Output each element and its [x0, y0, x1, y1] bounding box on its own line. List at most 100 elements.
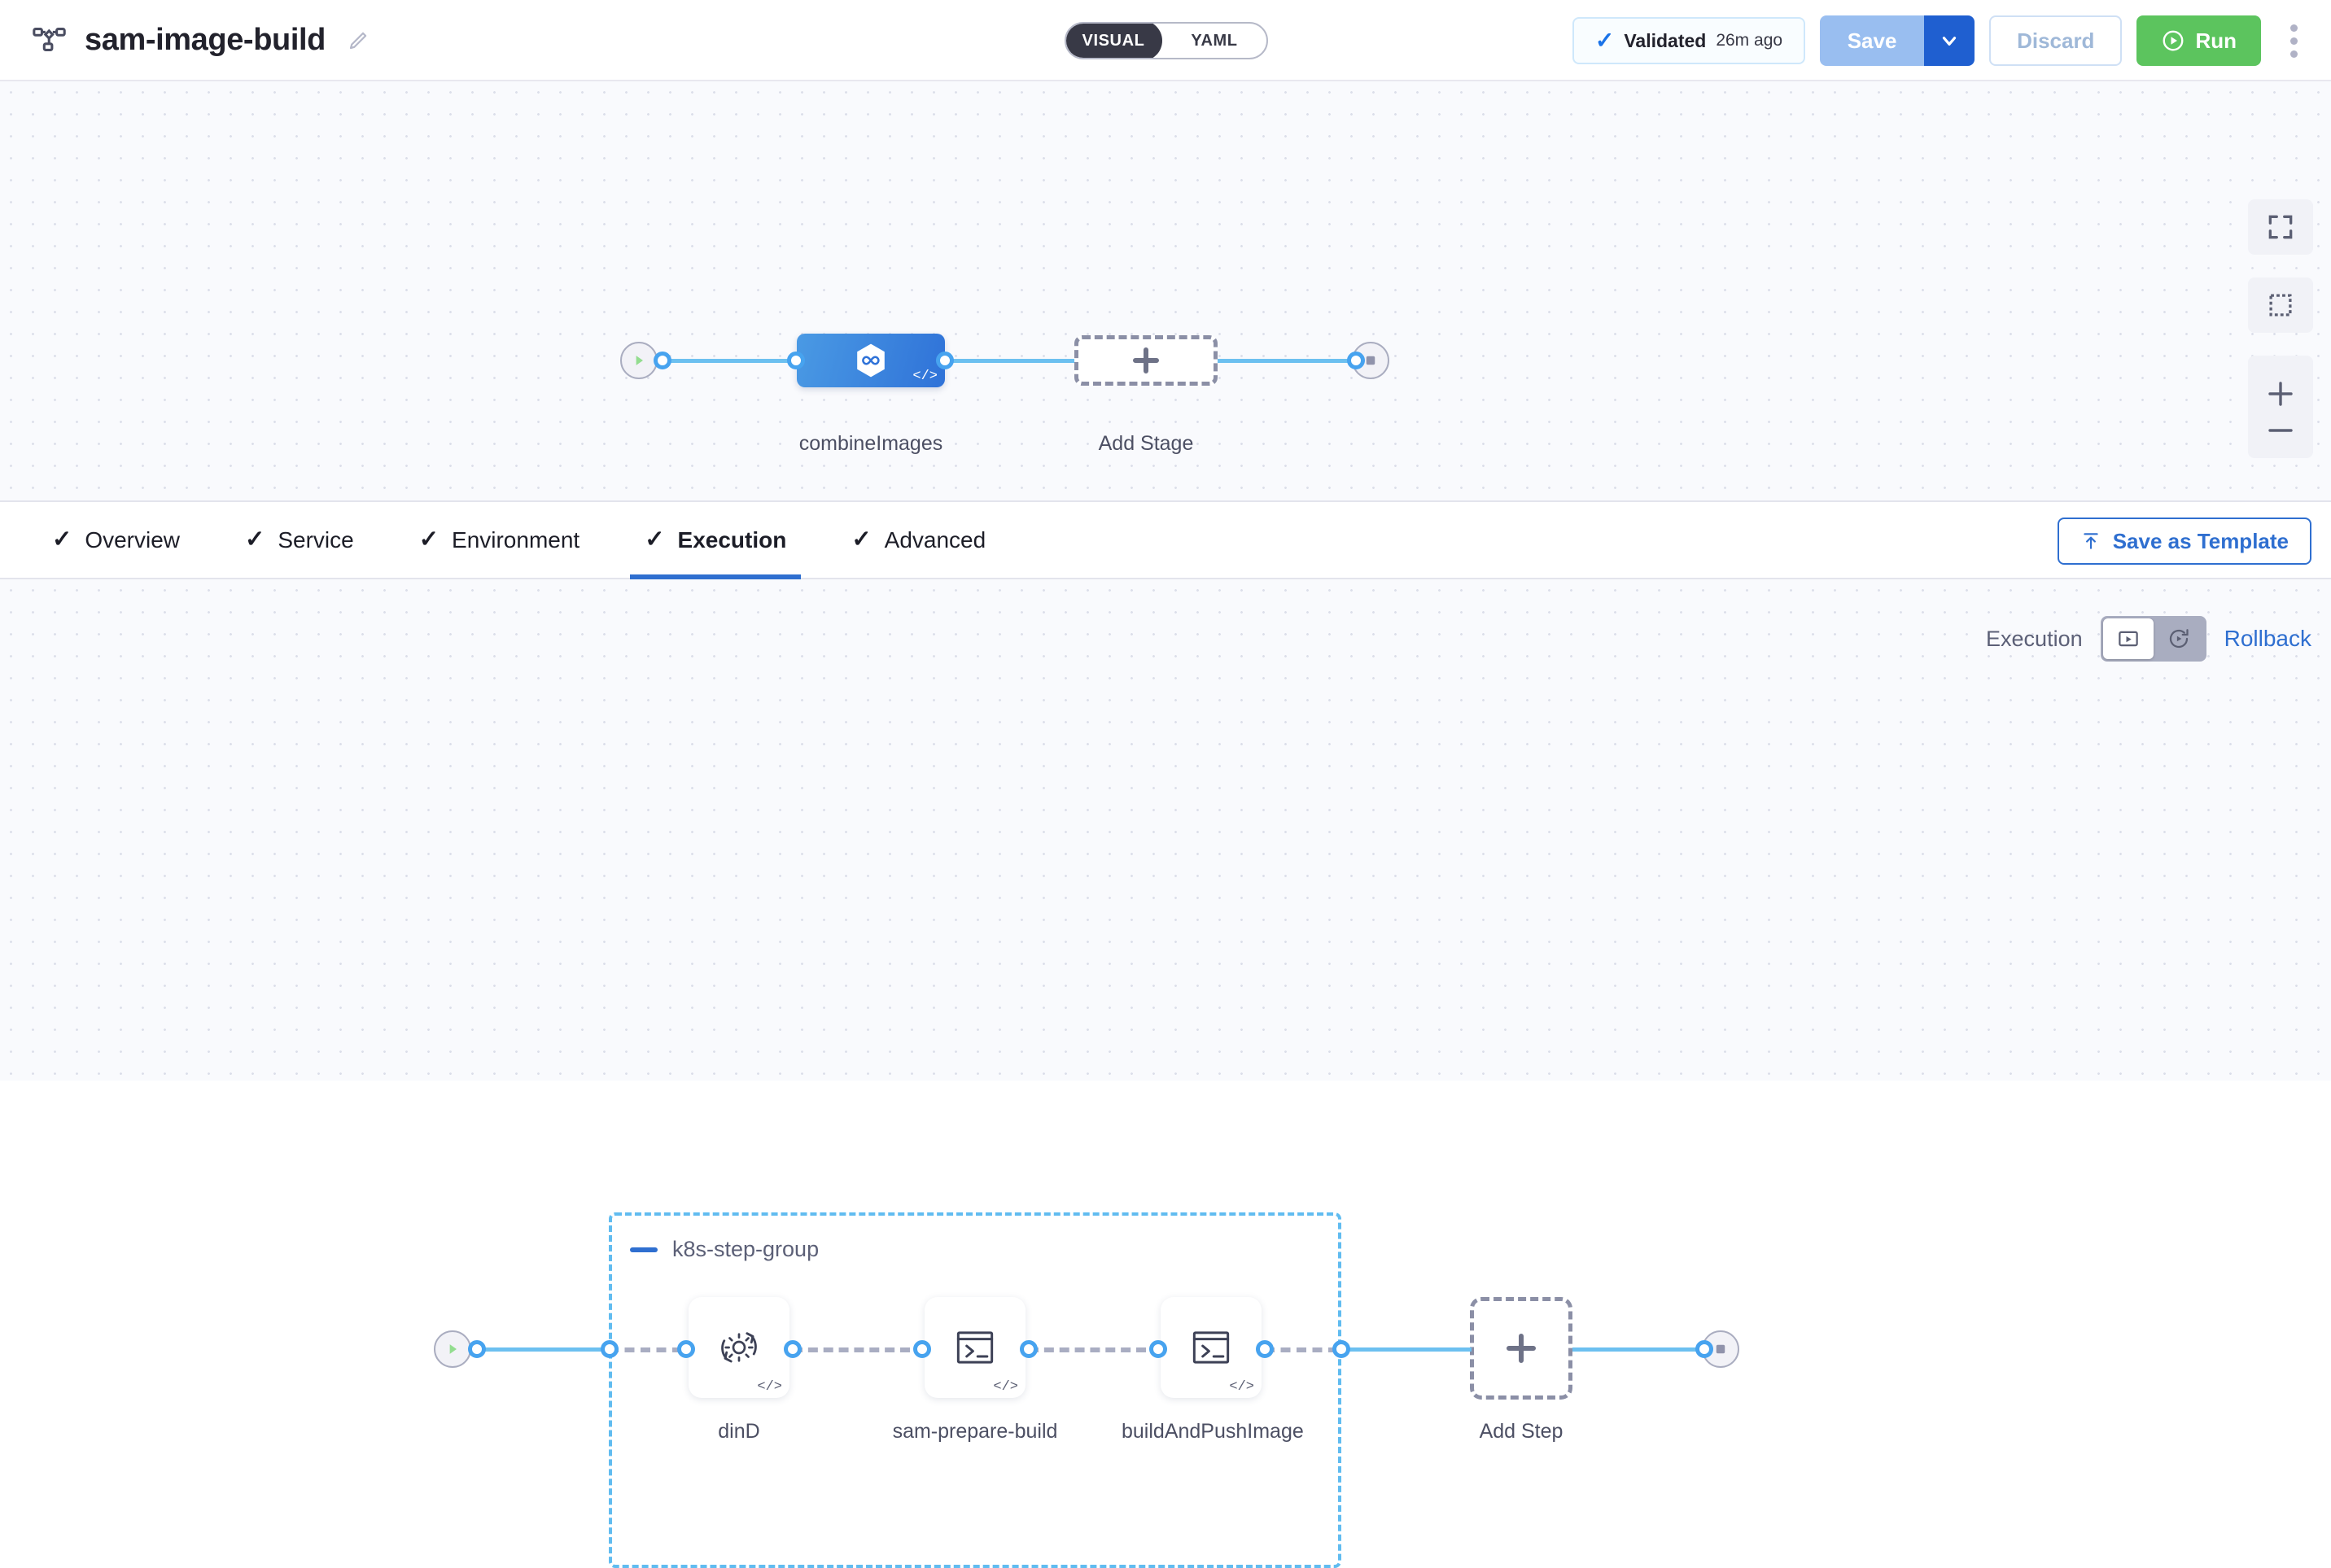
check-icon: ✓ [418, 526, 440, 553]
tab-service[interactable]: ✓ Service [212, 500, 387, 579]
infinity-hexagon-icon [857, 343, 885, 378]
tab-execution[interactable]: ✓ Execution [612, 500, 819, 579]
edge-start-to-group [477, 1347, 612, 1352]
tab-yaml[interactable]: YAML [1191, 31, 1238, 50]
edge-group-to-dind [609, 1347, 682, 1352]
plus-icon [1507, 1334, 1536, 1363]
connector-dot[interactable] [1020, 1340, 1038, 1358]
run-button[interactable]: Run [2136, 15, 2261, 66]
status-badge-validated: ✓ Validated 26m ago [1572, 17, 1806, 64]
add-stage-button[interactable] [1074, 335, 1218, 386]
edge-start-to-stage [663, 359, 798, 363]
pencil-edit-icon[interactable] [347, 28, 371, 52]
edge-addstep-to-end [1572, 1347, 1708, 1352]
connector-dot[interactable] [1149, 1340, 1167, 1358]
pipeline-start-node[interactable] [620, 342, 658, 379]
save-dropdown-button[interactable] [1924, 15, 1975, 66]
view-mode-toggle[interactable]: VISUAL YAML [1065, 22, 1268, 59]
connector-dot[interactable] [677, 1340, 695, 1358]
edge-samprepare-to-buildpush [1029, 1347, 1146, 1352]
edge-group-to-addstep [1341, 1347, 1472, 1352]
connector-dot[interactable] [1256, 1340, 1274, 1358]
stage-node-label: combineImages [798, 432, 943, 455]
tab-advanced-label: Advanced [884, 526, 986, 553]
marquee-select-button[interactable] [2248, 277, 2313, 333]
edge-buildpush-to-groupexit [1265, 1347, 1338, 1352]
connector-dot[interactable] [1695, 1340, 1713, 1358]
stage-canvas[interactable]: </> combineImages Add Stage [0, 81, 2331, 500]
edge-dind-to-samprepare [793, 1347, 910, 1352]
save-button[interactable]: Save [1820, 15, 1925, 66]
execution-play-box-icon [2118, 631, 2138, 647]
zoom-out-icon[interactable] [2264, 425, 2297, 436]
connector-dot[interactable] [468, 1340, 486, 1358]
tab-environment-label: Environment [452, 526, 580, 553]
header-left-group: sam-image-build [0, 21, 371, 59]
connector-dot[interactable] [654, 352, 671, 369]
connector-dot[interactable] [787, 352, 805, 369]
tab-visual[interactable]: VISUAL [1066, 24, 1162, 58]
execution-rollback-toggle[interactable] [2100, 616, 2206, 662]
check-icon: ✓ [645, 526, 665, 553]
code-badge: </> [912, 369, 938, 384]
play-icon [449, 1344, 457, 1354]
step-node-sam-prepare-build[interactable]: </> [925, 1297, 1026, 1398]
step-group-title: k8s-step-group [672, 1237, 820, 1261]
code-badge: </> [757, 1379, 782, 1395]
zoom-controls[interactable] [2248, 356, 2313, 458]
toggle-option-rollback[interactable] [2154, 618, 2204, 659]
fit-to-screen-button[interactable] [2248, 199, 2313, 255]
tab-execution-label: Execution [677, 526, 787, 553]
edge-addstage-to-end [1218, 359, 1359, 363]
terminal-shell-icon [956, 1331, 994, 1364]
connector-dot[interactable] [1347, 352, 1365, 369]
save-as-template-button[interactable]: Save as Template [2057, 518, 2311, 565]
tab-overview[interactable]: ✓ Overview [20, 500, 212, 579]
connector-dot[interactable] [1332, 1340, 1350, 1358]
connector-dot[interactable] [936, 352, 954, 369]
upload-template-icon [2084, 533, 2098, 549]
discard-button[interactable]: Discard [1989, 15, 2123, 66]
check-icon: ✓ [245, 526, 265, 553]
tab-advanced[interactable]: ✓ Advanced [819, 500, 1018, 579]
rollback-circular-arrow-icon [2169, 629, 2189, 649]
pipeline-nodes-icon [33, 28, 66, 51]
step-node-label: dinD [718, 1420, 760, 1443]
tab-environment[interactable]: ✓ Environment [387, 500, 613, 579]
minus-collapse-icon[interactable] [630, 1247, 658, 1252]
step-node-label: sam-prepare-build [892, 1420, 1058, 1443]
gear-rotate-icon [721, 1332, 757, 1363]
stop-icon [1366, 356, 1375, 365]
kebab-menu-icon[interactable] [2276, 15, 2311, 66]
code-badge: </> [1229, 1379, 1254, 1395]
stage-node-combineimages[interactable]: </> [797, 334, 945, 387]
edge-stage-to-addstage [945, 359, 1074, 363]
step-group-header[interactable]: k8s-step-group [630, 1237, 819, 1262]
header-actions: ✓ Validated 26m ago Save Discard Run [1572, 0, 2311, 81]
play-icon [636, 356, 643, 365]
connector-dot[interactable] [913, 1340, 931, 1358]
zoom-in-icon[interactable] [2264, 378, 2297, 410]
execution-start-node[interactable] [434, 1330, 471, 1368]
execution-canvas[interactable]: Execution Rollback [0, 579, 2331, 1568]
play-circle-icon [2163, 30, 2184, 51]
toggle-option-execution[interactable] [2102, 618, 2154, 659]
connector-dot[interactable] [601, 1340, 619, 1358]
marquee-select-icon [2269, 294, 2292, 317]
step-node-dind[interactable]: </> [689, 1297, 789, 1398]
code-badge: </> [993, 1379, 1018, 1395]
rollback-link[interactable]: Rollback [2224, 626, 2311, 651]
check-icon: ✓ [52, 526, 72, 553]
add-step-button[interactable] [1470, 1297, 1572, 1400]
add-step-label: Add Step [1479, 1420, 1563, 1443]
check-icon: ✓ [851, 526, 872, 553]
step-node-buildandpushimage[interactable]: </> [1161, 1297, 1262, 1398]
execution-mode-label: Execution [1986, 626, 2083, 651]
fit-to-screen-icon [2268, 215, 2293, 239]
execution-mode-toolbar: Execution Rollback [1986, 616, 2311, 662]
check-icon: ✓ [1594, 28, 1615, 53]
connector-dot[interactable] [784, 1340, 802, 1358]
save-split-button[interactable]: Save [1820, 15, 1975, 66]
stage-config-tabs: ✓ Overview ✓ Service ✓ Environment ✓ Exe… [0, 500, 2331, 579]
validated-timestamp: 26m ago [1716, 31, 1783, 50]
